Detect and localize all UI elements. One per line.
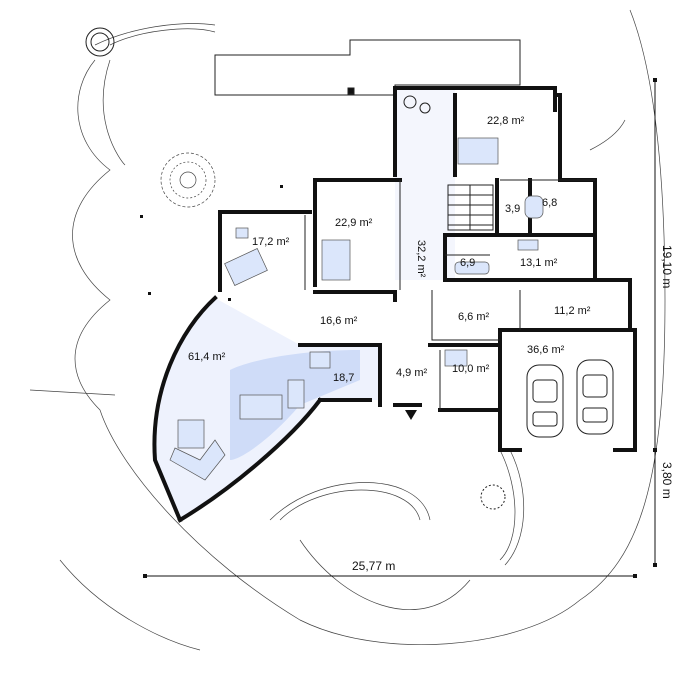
- partitions: [304, 179, 595, 410]
- garage-cars: [526, 359, 614, 438]
- room-label-utility: 11,2 m²: [554, 305, 591, 317]
- room-label-living: 61,4 m²: [188, 351, 226, 363]
- terrace-structure: [214, 39, 521, 96]
- dimension-labels: 25,77 m 19,10 m 3,80 m: [352, 245, 674, 573]
- room-label-hall: 16,6 m²: [320, 315, 358, 327]
- dimension-depth-garage-label: 3,80 m: [660, 462, 674, 499]
- dimension-width-label: 25,77 m: [352, 559, 395, 573]
- room-label-bedroom-master: 22,8 m²: [487, 115, 525, 127]
- room-label-bath-main: 6,8: [542, 197, 557, 209]
- garden-feature: [85, 27, 216, 208]
- terrain-lines: [29, 9, 666, 651]
- walls: [152, 86, 637, 523]
- room-label-corridor-upper: 32,2 m²: [415, 240, 427, 278]
- room-label-bath-small: 3,9: [505, 203, 520, 215]
- room-label-entry: 4,9 m²: [396, 367, 428, 379]
- room-label-kitchen: 18,7: [333, 372, 354, 384]
- plant-circles: [403, 95, 506, 510]
- room-label-bathroom-2: 6,9: [460, 257, 475, 269]
- column-marks: [140, 185, 283, 301]
- entrance-marker: [405, 410, 417, 420]
- furniture: [169, 137, 544, 481]
- room-label-office: 10,0 m²: [452, 363, 490, 375]
- room-label-dressing: 13,1 m²: [520, 257, 558, 269]
- room-labels: 22,8 m² 22,9 m² 17,2 m² 32,2 m² 3,9 6,8 …: [188, 115, 591, 384]
- dimension-depth-main-label: 19,10 m: [660, 245, 674, 288]
- room-label-garage: 36,6 m²: [527, 344, 565, 356]
- staircase: [447, 184, 494, 231]
- dimension-lines: [143, 78, 657, 578]
- room-label-vestibule: 6,6 m²: [458, 311, 490, 323]
- room-label-bedroom-3: 17,2 m²: [252, 236, 290, 248]
- room-label-bedroom-2: 22,9 m²: [335, 217, 373, 229]
- floor-fill: [154, 90, 455, 520]
